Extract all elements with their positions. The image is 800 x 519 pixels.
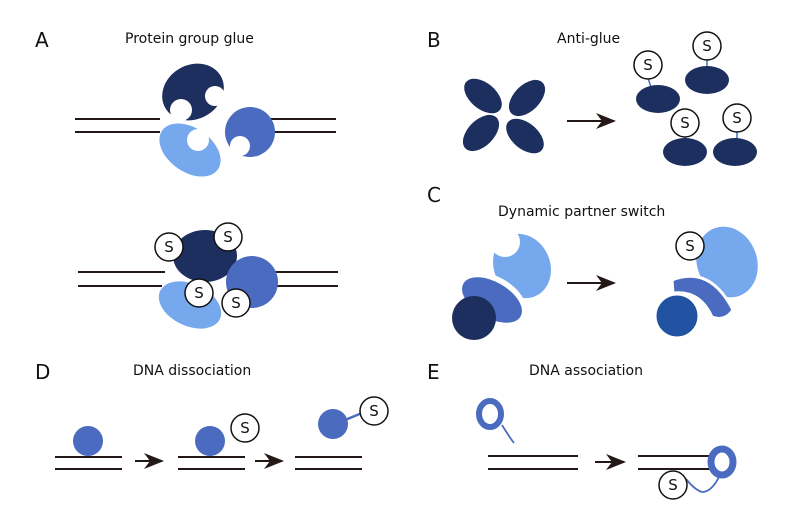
protein-medium xyxy=(318,409,348,439)
svg-text:S: S xyxy=(369,402,379,420)
panel-letter: B xyxy=(427,28,441,52)
svg-text:S: S xyxy=(223,228,233,246)
svg-text:S: S xyxy=(231,294,241,312)
sumo-badge: S xyxy=(230,413,260,443)
panel-title: DNA dissociation xyxy=(133,363,251,379)
protein-light xyxy=(696,226,758,298)
panel-letter: C xyxy=(427,183,441,207)
svg-text:S: S xyxy=(668,476,678,494)
panel-title: Anti-glue xyxy=(557,31,620,47)
sumo-badge: S xyxy=(221,288,251,318)
protein-light xyxy=(159,123,221,177)
panel-a: A Protein group glue S S S S xyxy=(35,28,338,329)
ring-protein xyxy=(476,398,515,444)
svg-text:S: S xyxy=(680,114,690,132)
panel-title: Protein group glue xyxy=(125,31,254,47)
sumo-badge: S xyxy=(675,231,705,261)
sumoylated-monomer: S xyxy=(663,108,707,166)
protein-medium xyxy=(195,426,225,456)
panel-e: E DNA association S xyxy=(427,360,737,500)
svg-text:S: S xyxy=(194,284,204,302)
sumo-badge: S xyxy=(359,396,389,426)
protein-medium xyxy=(73,426,103,456)
sumo-badge: S xyxy=(213,222,243,252)
svg-text:S: S xyxy=(702,37,712,55)
panel-d: D DNA dissociation S S xyxy=(35,360,389,470)
panel-title: Dynamic partner switch xyxy=(498,204,665,220)
svg-text:S: S xyxy=(164,238,174,256)
svg-text:S: S xyxy=(643,56,653,74)
dna-duplex xyxy=(75,118,336,133)
dna-duplex xyxy=(78,271,338,287)
sumo-badge: S xyxy=(658,470,688,500)
svg-text:S: S xyxy=(732,109,742,127)
panel-letter: E xyxy=(427,360,440,384)
panel-title: DNA association xyxy=(529,363,643,379)
sumo-badge: S xyxy=(154,232,184,262)
dna-duplex xyxy=(638,455,712,470)
panel-b: B Anti-glue S S S S xyxy=(427,28,757,166)
protein-medium xyxy=(225,107,275,157)
panel-letter: A xyxy=(35,28,49,52)
panel-c: C Dynamic partner switch S xyxy=(427,183,758,340)
sumoylated-monomer: S xyxy=(685,31,729,94)
svg-text:S: S xyxy=(685,237,695,255)
protein-medium xyxy=(670,274,735,320)
protein-royal xyxy=(653,292,701,340)
dna-duplex xyxy=(55,456,362,470)
sumoylated-monomer: S xyxy=(633,50,680,113)
panel-letter: D xyxy=(35,360,50,384)
sumo-badge: S xyxy=(184,278,214,308)
sumoylated-monomer: S xyxy=(713,103,757,166)
dna-duplex xyxy=(488,455,578,470)
protein-tetramer xyxy=(462,78,546,154)
ring-protein xyxy=(707,445,737,479)
protein-dark xyxy=(162,63,225,121)
svg-text:S: S xyxy=(240,419,250,437)
protein-dark xyxy=(452,296,496,340)
